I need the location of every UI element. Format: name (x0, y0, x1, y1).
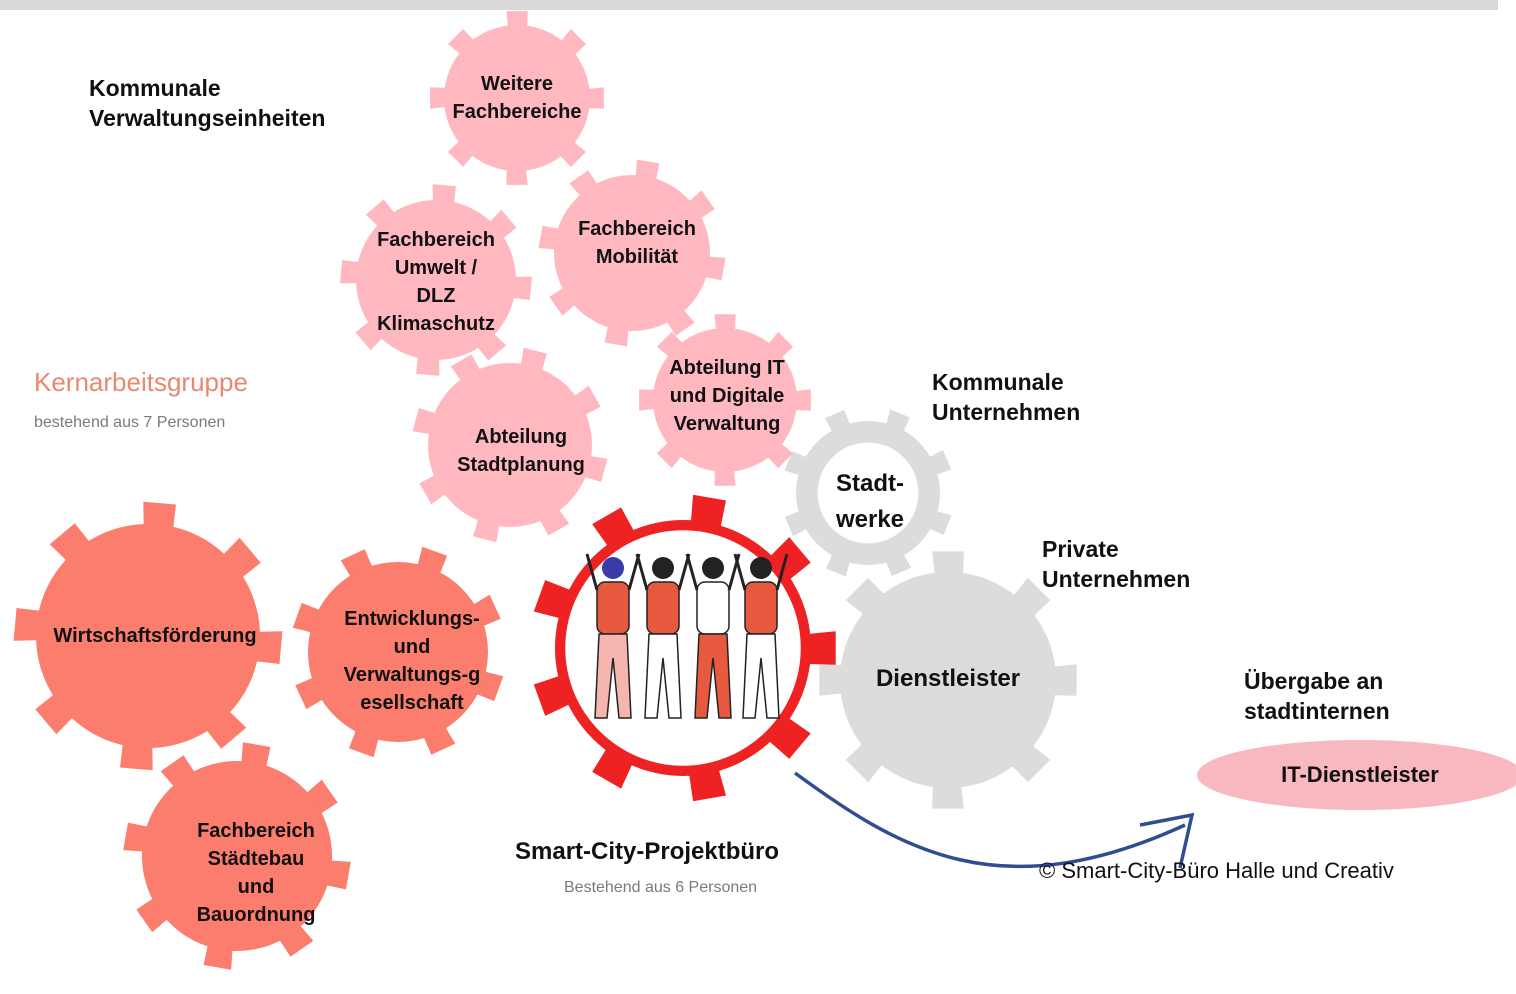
gear-umwelt-body (356, 200, 516, 360)
gear-weitere (430, 11, 604, 185)
gear-stadtwerke-hole (817, 442, 919, 544)
person-3-torso (696, 581, 730, 635)
kernarbeitsgruppe-subtitle: bestehend aus 7 Personen (34, 414, 226, 431)
gear-label-abteilung-stadtplanung: Abteilung Stadtplanung (457, 426, 585, 476)
gear-umwelt (340, 184, 532, 376)
person-2-legs (644, 633, 682, 719)
gear-entwicklung-body (308, 562, 488, 742)
person-3-head (702, 557, 724, 579)
gear-stadtplanung (412, 347, 608, 543)
gear-stadtwerke (784, 409, 952, 577)
heading-kommunale-unternehmen: Kommunale Unternehmen (932, 369, 1081, 425)
copyright-text: Smart-City-Büro Halle und Creativ (1061, 858, 1394, 883)
person-1-torso (596, 581, 630, 635)
person-4-legs (742, 633, 780, 719)
person-1-head (602, 557, 624, 579)
copyright-line: © Smart-City-Büro Halle und Creativ (1039, 858, 1394, 884)
projektbuero-title: Smart-City-Projektbüro (515, 838, 780, 865)
copyright-icon: © (1039, 858, 1056, 883)
gear-dienstleister (819, 551, 1077, 809)
gear-wirtschaft (13, 501, 283, 771)
gear-label-abteilung-it: Abteilung IT und Digitale Verwaltung (669, 357, 785, 435)
gear-mobilitaet (538, 159, 726, 347)
gear-staedtebau (123, 742, 351, 970)
person-4-head (750, 557, 772, 579)
gear-label-fachbereich-staedtebau: Fachbereich Städtebau und Bauordnung (196, 820, 316, 926)
top-bar (0, 0, 1498, 10)
gear-label-stadtwerke: Stadt- werke (835, 470, 905, 533)
person-2-head (652, 557, 674, 579)
person-3-legs (694, 633, 732, 719)
person-2-torso (646, 581, 680, 635)
heading-uebergabe: Übergabe an stadtinternen (1244, 668, 1390, 724)
gear-stadtplanung-body (428, 363, 592, 527)
gear-label-dienstleister: Dienstleister (875, 665, 1021, 692)
gear-weitere-body (444, 25, 590, 171)
person-4-torso (744, 581, 778, 635)
heading-private-unternehmen: Private Unternehmen (1042, 536, 1191, 592)
team-illustration (565, 530, 801, 766)
it-dienstleister-oval: IT-Dienstleister (1197, 740, 1516, 810)
gear-label-wirtschaftsfoerderung: Wirtschaftsförderung (53, 625, 257, 647)
person-1-legs (594, 633, 632, 719)
gear-it-body (653, 328, 797, 472)
gear-mobilitaet-body (554, 175, 710, 331)
gear-label-weitere-fachbereiche: Weitere Fachbereiche (452, 73, 582, 123)
kernarbeitsgruppe-title: Kernarbeitsgruppe (34, 367, 248, 397)
gear-label-fachbereich-mobilitaet: Fachbereich Mobilität (578, 218, 696, 268)
gear-dienstleister-body (840, 572, 1056, 788)
it-dienstleister-label: IT-Dienstleister (1281, 762, 1439, 787)
gear-wirtschaft-body (36, 524, 260, 748)
gear-it (639, 314, 811, 486)
person-4-arms (733, 553, 789, 591)
gear-staedtebau-body (142, 761, 332, 951)
gear-entwicklung (292, 546, 504, 758)
heading-kommunale-verwaltungseinheiten: Kommunale Verwaltungseinheiten (89, 75, 326, 131)
gear-label-entwicklungsgesellschaft: Entwicklungs- und Verwaltungs-g esellsch… (343, 608, 481, 714)
projektbuero-subtitle: Bestehend aus 6 Personen (564, 879, 758, 896)
gear-label-fachbereich-umwelt: Fachbereich Umwelt / DLZ Klimaschutz (377, 229, 495, 335)
